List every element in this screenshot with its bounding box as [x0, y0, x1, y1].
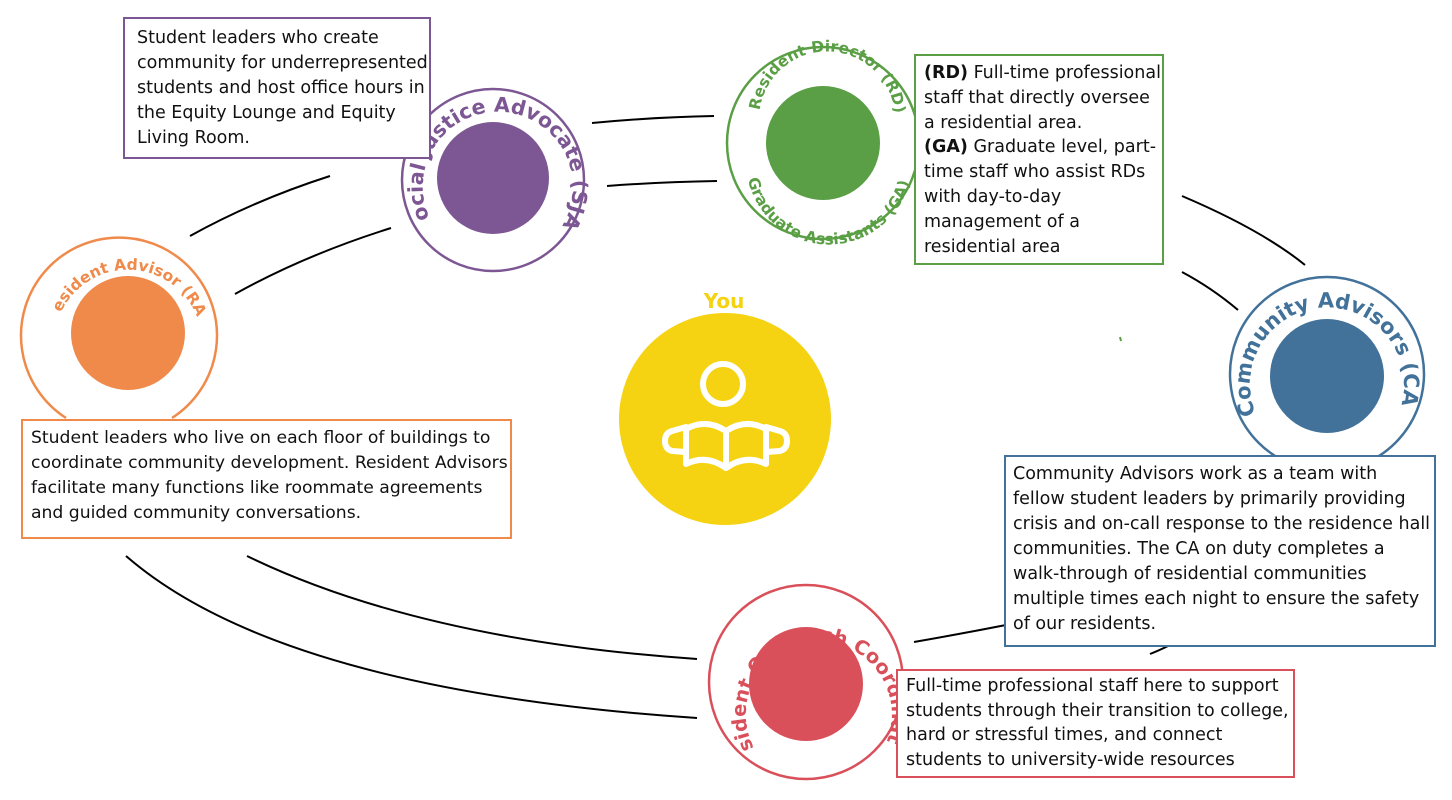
rd-label: (RD) [924, 63, 968, 83]
connector-sja-rd-top [591, 115, 715, 124]
connector-ra-roc-top [246, 555, 698, 660]
ga-label: (GA) [924, 137, 968, 158]
connector-ra-sja-bottom [234, 227, 392, 295]
connector-sja-rd-bottom [606, 180, 718, 187]
connector-roc-ca-top [913, 624, 1007, 643]
node-you-circle [619, 313, 831, 525]
node-roc-dot [749, 627, 863, 741]
node-sja-dot [437, 122, 549, 234]
connector-lines [125, 115, 1306, 719]
reading-person-icon [662, 361, 790, 471]
node-ca-dot [1270, 319, 1384, 433]
node-you-label: You [703, 289, 745, 313]
roc-description: Full-time professional staff here to sup… [906, 676, 1289, 770]
rd-text: Full-time professional staff that direct… [924, 63, 1161, 133]
connector-rd-ca-bottom [1181, 271, 1239, 311]
node-you: You [619, 289, 831, 525]
ca-description: Community Advisors work as a team with f… [1013, 464, 1431, 634]
connector-ra-sja-top [189, 175, 331, 237]
connector-rd-ca-top [1181, 195, 1306, 266]
node-rd-ga: Resident Director (RD) Graduate Assistan… [725, 37, 921, 248]
connector-ra-roc-bottom [125, 555, 698, 719]
stray-mark-green [1119, 336, 1122, 342]
rd-ga-description-box: (RD) Full-time professional staff that d… [914, 54, 1164, 265]
roc-description-box: Full-time professional staff here to sup… [896, 669, 1295, 778]
node-ra-dot [71, 276, 185, 390]
ga-text: Graduate level, part-time staff who assi… [924, 137, 1157, 257]
ra-description: Student leaders who live on each floor o… [31, 428, 508, 523]
ra-description-box: Student leaders who live on each floor o… [21, 419, 512, 539]
ga-description: (GA) Graduate level, part-time staff who… [924, 135, 1162, 259]
node-rd-dot [766, 86, 880, 200]
connector-roc-ca-bottom [1149, 645, 1169, 655]
ca-description-box: Community Advisors work as a team with f… [1004, 455, 1436, 647]
sja-description-box: Student leaders who create community for… [123, 17, 431, 159]
sja-description: Student leaders who create community for… [137, 28, 428, 148]
rd-description: (RD) Full-time professional staff that d… [924, 61, 1162, 135]
